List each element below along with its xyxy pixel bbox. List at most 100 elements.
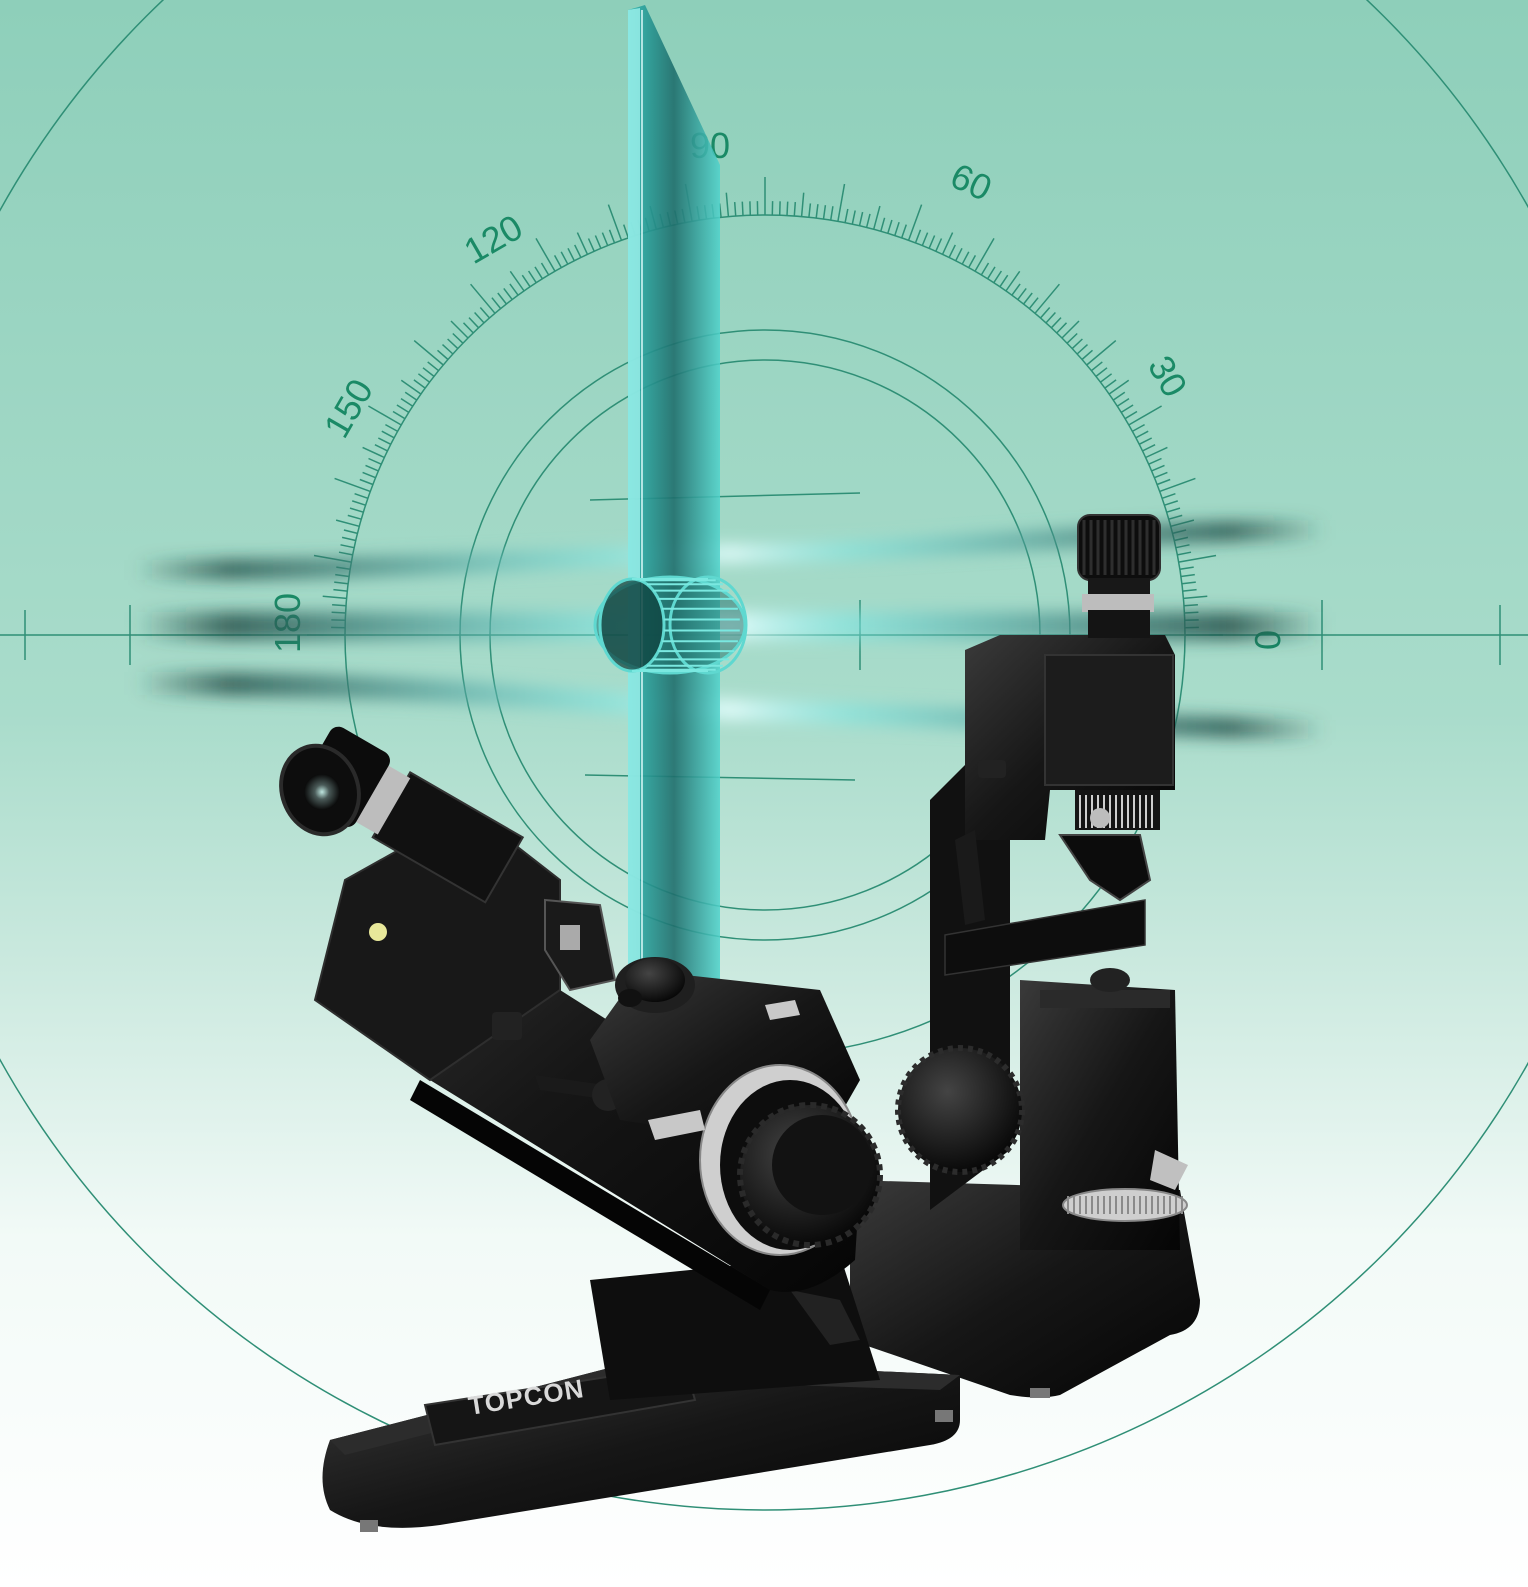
protractor-tick (417, 373, 431, 383)
protractor-tick (497, 292, 507, 305)
protractor-tick (1181, 581, 1196, 585)
protractor-tick (865, 213, 871, 228)
protractor-tick (574, 244, 582, 258)
protractor-tick (333, 588, 348, 592)
protractor-tick (1120, 404, 1134, 414)
protractor-tick (587, 238, 595, 252)
protractor-tick (837, 183, 846, 222)
protractor-tick (347, 514, 362, 520)
protractor-tick (553, 255, 563, 269)
protractor-tick (503, 287, 513, 301)
protractor-tick (1182, 588, 1197, 592)
protractor-tick (400, 397, 414, 407)
protractor-tick (341, 536, 356, 542)
protractor-tick (815, 204, 819, 219)
protractor-tick (567, 247, 575, 262)
protractor-tick (468, 317, 480, 329)
protractor-tick (427, 361, 440, 372)
cylinder-lens-icon (593, 575, 748, 675)
protractor-tick (948, 244, 956, 258)
protractor-tick (1154, 471, 1168, 479)
protractor-tick (858, 211, 864, 226)
protractor-tick (894, 221, 900, 236)
protractor-tick (534, 266, 544, 280)
protractor-tick (437, 349, 449, 361)
protractor-tick (1028, 297, 1039, 310)
protractor-tick (362, 446, 385, 459)
protractor-tick (343, 529, 358, 535)
protractor-tick (340, 544, 355, 549)
lensmeter-tilted: TOPCON (279, 726, 960, 1532)
protractor-tick (349, 507, 364, 513)
protractor-tick (462, 322, 474, 334)
focus-knob-right (898, 1048, 1022, 1172)
protractor-tick (786, 201, 789, 216)
protractor-tick (1142, 444, 1156, 452)
protractor-tick (1061, 320, 1080, 339)
protractor-tick (1108, 379, 1130, 395)
protractor-tick (1164, 500, 1179, 506)
protractor-tick (800, 192, 805, 217)
protractor-tick (822, 205, 827, 220)
protractor-tick (338, 551, 353, 556)
protractor-tick (725, 192, 730, 217)
protractor-tick (1138, 437, 1153, 445)
protractor-tick (404, 391, 418, 401)
protractor-tick (1066, 332, 1078, 344)
protractor-tick (967, 255, 977, 269)
protractor-tick (607, 204, 623, 241)
protractor-tick (351, 500, 366, 506)
protractor-tick (941, 232, 954, 255)
protractor-tick (377, 437, 392, 445)
protractor-tick (594, 235, 602, 249)
protractor-tick (1175, 544, 1190, 549)
protractor-tick (1135, 430, 1149, 439)
protractor-tick (362, 471, 376, 479)
protractor-tick (576, 232, 589, 255)
protractor-tick (829, 206, 834, 221)
protractor-tick (413, 379, 426, 389)
lensmeter-upright (850, 514, 1200, 1398)
indicator-light-icon (369, 923, 387, 941)
protractor-tick (1180, 573, 1195, 578)
protractor-tick (1090, 361, 1103, 372)
protractor-tick (1076, 344, 1089, 355)
protractor-tick (334, 581, 349, 585)
protractor-tick (1183, 603, 1198, 607)
protractor-tick (955, 247, 963, 262)
protractor-tick (935, 238, 943, 252)
protractor-tick (622, 224, 630, 239)
protractor-tick (1034, 283, 1060, 314)
reticle-outer-circle (0, 0, 1528, 1511)
protractor-tick (491, 297, 502, 310)
protractor-tick (1017, 287, 1027, 301)
protractor-tick (509, 283, 519, 296)
protractor-tick (1023, 292, 1033, 305)
protractor-tick (1095, 367, 1108, 377)
protractor-tick (741, 201, 744, 216)
protractor-tick (900, 224, 908, 239)
protractor-tick (535, 238, 556, 272)
protractor-tick (1116, 397, 1130, 407)
protractor-tick (1011, 283, 1021, 296)
protractor-tick (601, 232, 609, 246)
protractor-tick (527, 270, 537, 284)
protractor-tick (961, 251, 970, 265)
protractor-tick (560, 251, 569, 265)
protractor-tick (1124, 410, 1138, 420)
protractor-tick (441, 344, 454, 355)
protractor-tick (851, 210, 856, 225)
protractor-tick (1005, 270, 1021, 292)
protractor-tick (334, 477, 371, 493)
protractor-tick (1145, 446, 1168, 459)
protractor-tick (1159, 477, 1196, 493)
protractor-tick (1177, 551, 1192, 556)
protractor-tick (447, 338, 459, 350)
protractor-tick (928, 235, 936, 249)
protractor-tick (1183, 595, 1208, 600)
protractor-tick (392, 410, 406, 420)
protractor-tick (974, 238, 995, 272)
protractor-tick (887, 219, 893, 234)
protractor-tick (1045, 311, 1056, 324)
